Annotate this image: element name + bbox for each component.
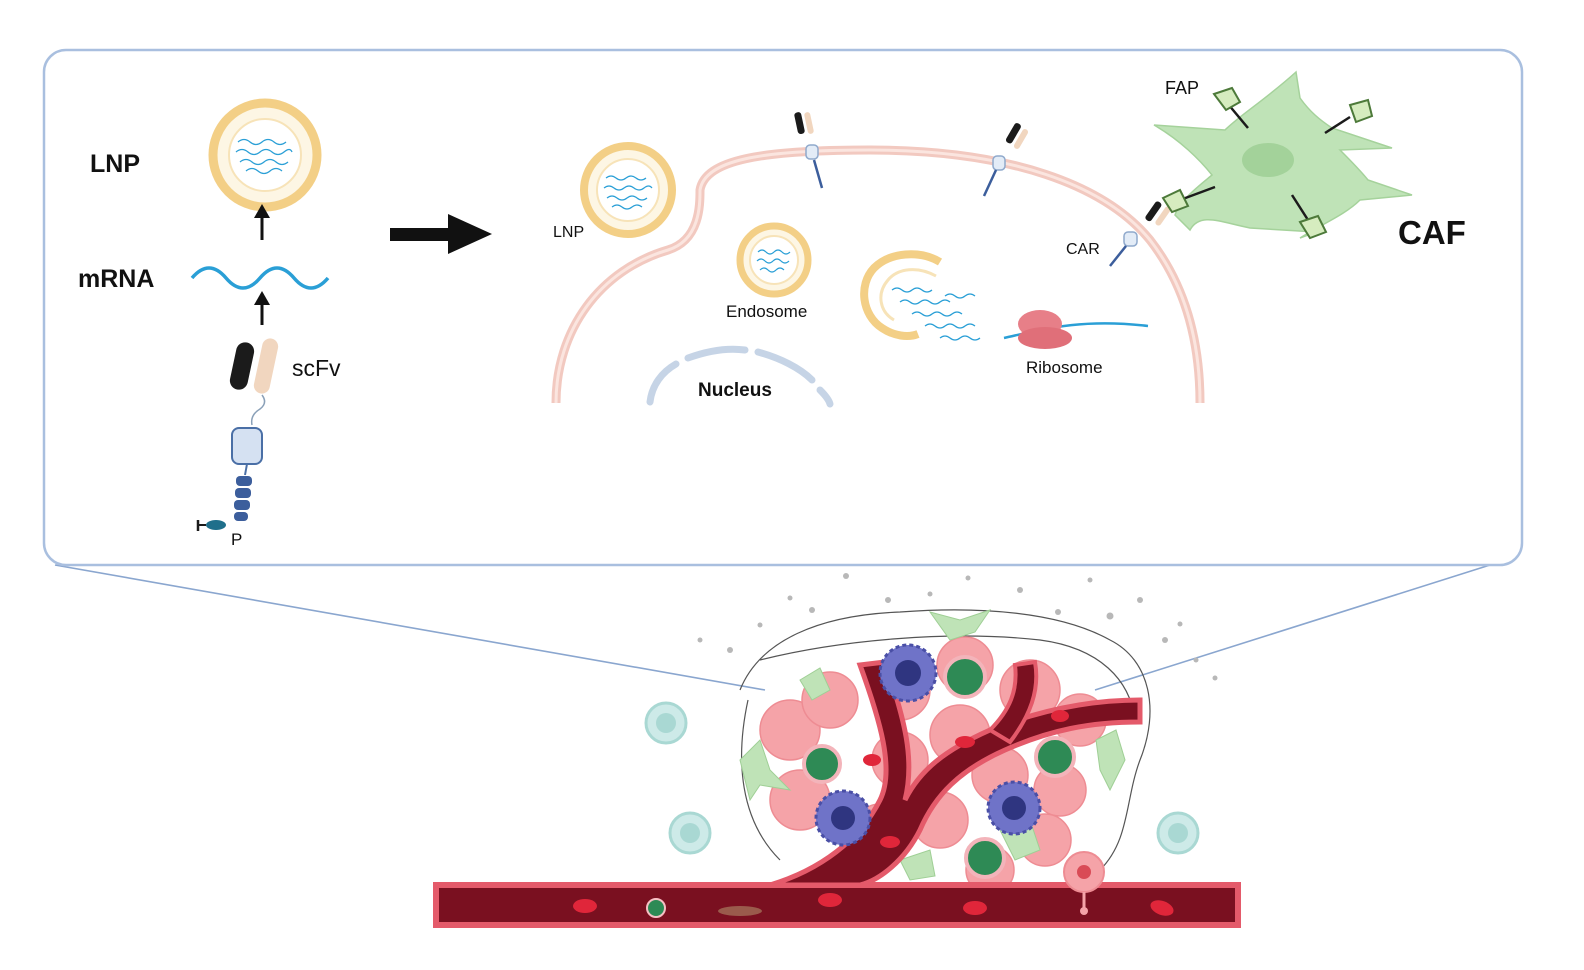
- fap-receptors: [1161, 86, 1374, 240]
- label-lnp-cell: LNP: [553, 224, 584, 241]
- mrna-strand: [190, 266, 330, 290]
- extracellular-particles: [697, 573, 1218, 681]
- zoom-panel: [42, 48, 1524, 567]
- nucleus: [646, 345, 834, 408]
- extravasating-cell: [1063, 851, 1105, 915]
- label-scfv: scFv: [292, 355, 341, 381]
- cell-membrane-inner: [554, 148, 1202, 404]
- immune-cells-purple: [814, 643, 1042, 847]
- arrow-up-icon: [254, 204, 270, 240]
- car-receptor-3: [1109, 201, 1171, 267]
- car-construct: [196, 338, 279, 531]
- label-p: P: [231, 530, 242, 549]
- floating-cells: [644, 701, 1200, 855]
- tumor-fibroblasts: [739, 609, 1126, 881]
- label-ribosome: Ribosome: [1026, 358, 1103, 377]
- ribosome: [1003, 310, 1149, 349]
- arrow-up-icon: [254, 291, 270, 325]
- label-car: CAR: [1066, 241, 1100, 258]
- car-receptor-1: [794, 112, 824, 189]
- label-nucleus: Nucleus: [698, 380, 772, 401]
- endosome-escaping: [860, 250, 981, 341]
- endosome: [736, 222, 812, 298]
- zoom-connector-lines: [54, 564, 1491, 691]
- label-fap: FAP: [1165, 78, 1199, 98]
- label-mrna: mRNA: [78, 265, 154, 293]
- stroma-fibers: [739, 609, 1151, 871]
- arrow-right-icon: [390, 214, 492, 254]
- lnp-particle-left: [208, 98, 322, 212]
- caf-cell: [1153, 70, 1413, 239]
- label-caf: CAF: [1398, 214, 1466, 251]
- immune-cells-green: [802, 655, 1076, 879]
- label-endosome: Endosome: [726, 302, 807, 321]
- lnp-particle-cell: [580, 142, 676, 238]
- label-lnp-left: LNP: [90, 150, 140, 178]
- car-receptor-2: [982, 123, 1028, 197]
